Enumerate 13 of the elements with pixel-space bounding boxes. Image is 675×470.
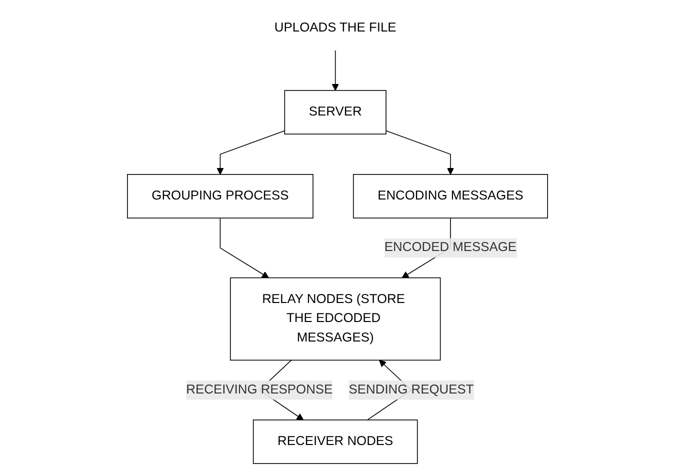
edge-label: SENDING REQUEST [348, 382, 474, 397]
node-text: UPLOADS THE FILE [274, 20, 396, 35]
edge-label: ENCODED MESSAGE [384, 240, 517, 254]
node-box: SERVER [284, 90, 386, 134]
arrow [216, 130, 286, 175]
arrow [220, 218, 269, 278]
node-box: RELAY NODES (STORE THE EDCODED MESSAGES) [230, 277, 441, 361]
arrow [332, 50, 339, 91]
node-box: ENCODING MESSAGES [352, 174, 548, 218]
node-box: GROUPING PROCESS [127, 174, 314, 218]
arrow [386, 130, 454, 175]
edge-label: RECEIVING RESPONSE [186, 382, 333, 397]
node-box: RECEIVER NODES [252, 420, 418, 464]
